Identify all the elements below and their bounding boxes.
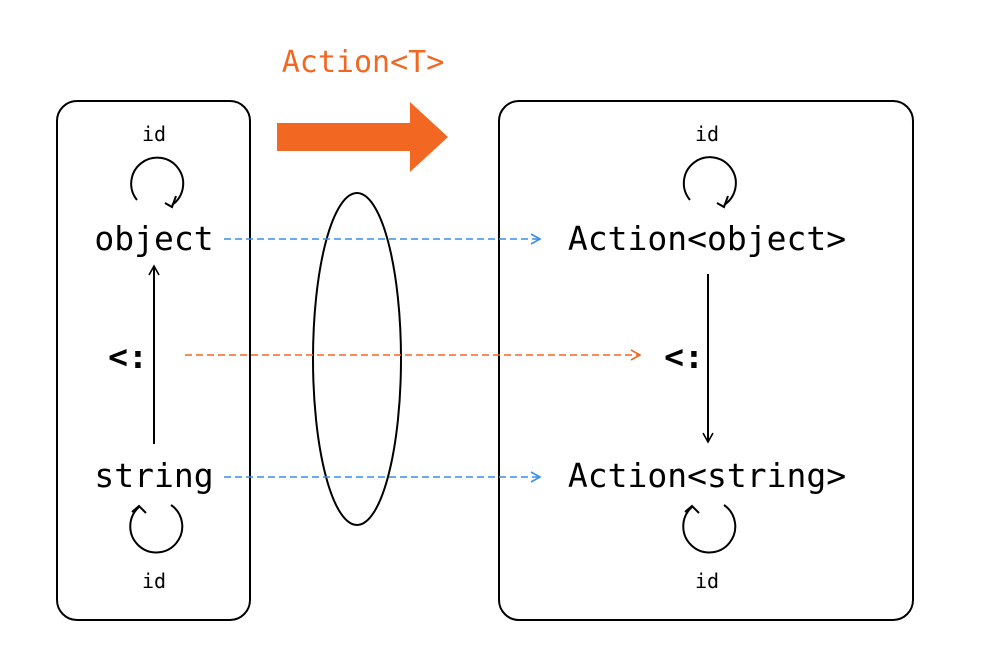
left-bottom-identity-arrowhead	[131, 504, 147, 514]
right-bottom-object: Action<string>	[568, 456, 846, 495]
right-bottom-identity-arrowhead	[684, 504, 700, 514]
left-top-object: object	[94, 219, 213, 258]
left-top-identity-arrowhead	[164, 195, 177, 209]
right-top-identity-label: id	[695, 122, 719, 146]
left-bottom-object: string	[94, 456, 213, 495]
functor-arrow	[277, 102, 448, 172]
functor-ellipse	[312, 192, 402, 526]
left-subtype-relation: <:	[108, 337, 148, 376]
right-top-identity-loop	[682, 156, 737, 206]
right-bottom-identity-loop	[682, 504, 737, 554]
left-bottom-identity-loop	[129, 504, 184, 554]
right-bottom-identity-label: id	[695, 569, 719, 593]
right-top-object: Action<object>	[568, 219, 846, 258]
left-top-identity-loop	[130, 156, 185, 206]
left-top-identity-label: id	[142, 122, 166, 146]
right-top-identity-arrowhead	[716, 195, 729, 209]
left-bottom-identity-label: id	[142, 569, 166, 593]
target-category-box	[498, 100, 914, 621]
functor-title: Action<T>	[282, 45, 445, 80]
right-subtype-relation: <:	[664, 337, 704, 376]
source-category-box	[56, 100, 251, 621]
